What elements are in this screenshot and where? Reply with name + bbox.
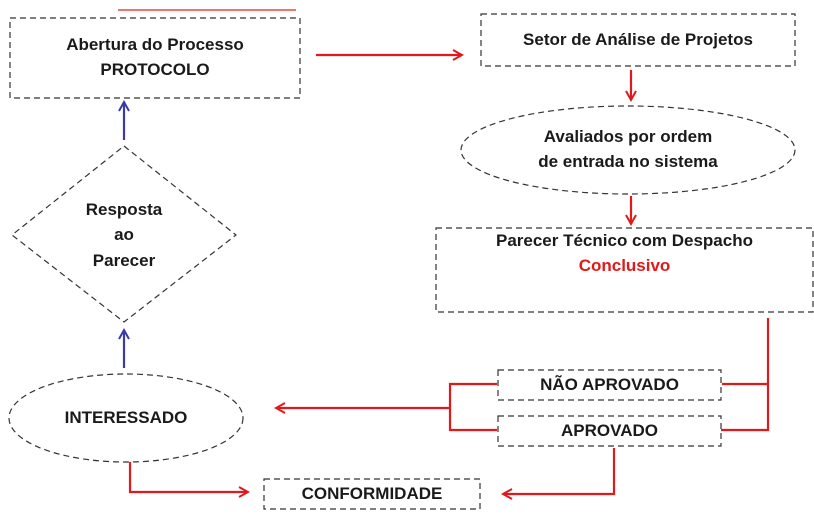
avaliados-line1: Avaliados por ordem	[543, 127, 713, 147]
connector-decisions-join	[448, 382, 497, 432]
avaliados-node: Avaliados por ordem de entrada no sistem…	[461, 106, 795, 194]
conformidade-label: CONFORMIDADE	[301, 483, 443, 503]
aprovado-label: APROVADO	[561, 420, 658, 440]
parecer-conclusivo: Conclusivo	[578, 256, 671, 275]
abertura-title: Abertura do Processo	[66, 35, 244, 55]
abertura-box	[9, 17, 301, 99]
setor-node: Setor de Análise de Projetos	[481, 14, 795, 66]
aprovado-box	[497, 415, 722, 447]
resposta-node: Resposta ao Parecer	[44, 190, 204, 280]
resposta-line2: ao	[114, 225, 134, 245]
avaliados-ellipse	[460, 105, 796, 195]
nao-aprovado-label: NÃO APROVADO	[540, 374, 679, 394]
aprovado-node: APROVADO	[498, 416, 721, 446]
abertura-node: Abertura do Processo PROTOCOLO	[10, 18, 300, 98]
conformidade-box	[263, 478, 481, 510]
setor-label: Setor de Análise de Projetos	[523, 29, 753, 49]
nao-aprovado-node: NÃO APROVADO	[498, 370, 721, 400]
conformidade-node: CONFORMIDADE	[264, 479, 480, 509]
setor-box	[480, 13, 796, 67]
resposta-line3: Parecer	[92, 250, 156, 270]
interessado-label: INTERESSADO	[64, 407, 188, 427]
parecer-box	[435, 227, 814, 313]
avaliados-line2: de entrada no sistema	[538, 152, 718, 171]
nao-aprovado-box	[497, 369, 722, 401]
abertura-subtitle: PROTOCOLO	[100, 60, 210, 79]
interessado-ellipse	[8, 373, 244, 463]
arrow-aprovado-to-conformidade	[503, 448, 616, 494]
connector-parecer-to-aprovado	[721, 318, 770, 432]
arrow-interessado-to-conformidade	[128, 462, 248, 492]
parecer-node: Parecer Técnico com Despacho Conclusivo	[436, 230, 813, 278]
resposta-diamond	[11, 145, 237, 323]
parecer-line1: Parecer Técnico com Despacho	[495, 231, 753, 251]
interessado-node: INTERESSADO	[9, 396, 243, 440]
resposta-line1: Resposta	[85, 199, 163, 219]
